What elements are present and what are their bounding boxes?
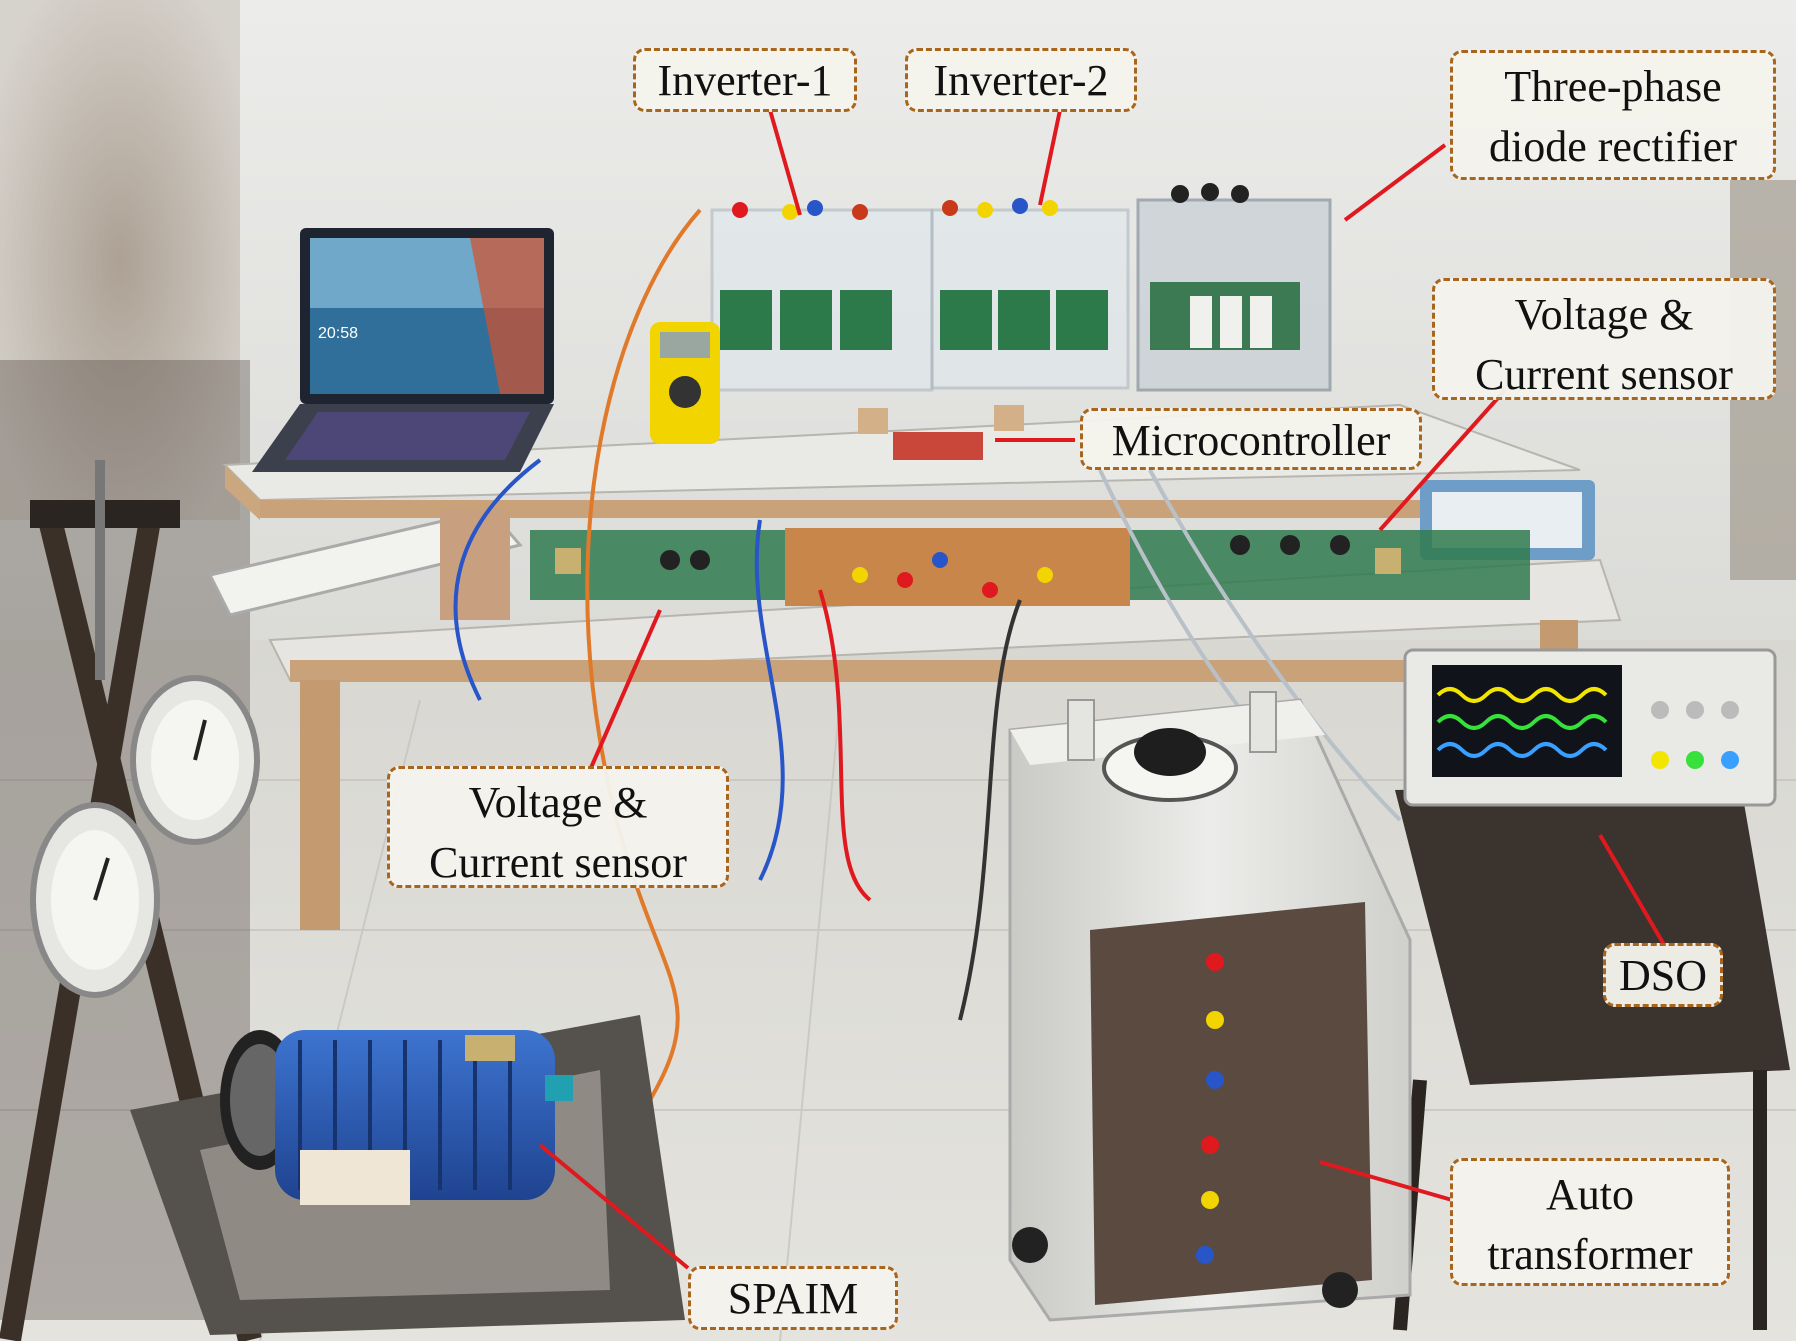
label-rectifier-line2: diode rectifier: [1489, 122, 1737, 171]
spaim-motor: [220, 1030, 573, 1205]
label-inverter-1-text: Inverter-1: [657, 56, 833, 105]
leader-lines: [538, 109, 1672, 1270]
multimeter: [650, 322, 720, 444]
spring-balance-upper: [130, 675, 260, 845]
laptop-clock: 20:58: [318, 325, 358, 342]
label-sensor-bottom-line2: Current sensor: [429, 838, 687, 887]
label-microcontroller: Microcontroller: [1080, 408, 1422, 470]
spring-balance-lower: [30, 802, 160, 998]
label-sensor-top: Voltage & Current sensor: [1432, 278, 1776, 400]
label-inverter-2-text: Inverter-2: [933, 56, 1109, 105]
rectifier-box: [1136, 183, 1332, 392]
label-microcontroller-text: Microcontroller: [1111, 416, 1391, 465]
label-inverter-1: Inverter-1: [633, 48, 857, 112]
label-dso-text: DSO: [1618, 951, 1708, 1000]
microcontroller-board: [858, 405, 1024, 460]
label-sensor-top-line1: Voltage &: [1514, 290, 1694, 339]
label-sensor-bottom-line1: Voltage &: [468, 778, 648, 827]
inverter-2-enclosure: [930, 208, 1130, 390]
label-inverter-2: Inverter-2: [905, 48, 1137, 112]
label-auto-transformer-line1: Auto: [1546, 1170, 1634, 1219]
oscilloscope: [1403, 648, 1777, 807]
label-auto-transformer: Auto transformer: [1450, 1158, 1730, 1286]
label-rectifier: Three-phase diode rectifier: [1450, 50, 1776, 180]
power-strip-left: [207, 508, 523, 620]
label-dso: DSO: [1603, 943, 1723, 1007]
inverter-1-enclosure: [710, 208, 934, 392]
sensor-boards-row: [530, 528, 1530, 606]
auto-transformer: [1008, 691, 1412, 1322]
label-sensor-top-line2: Current sensor: [1475, 350, 1733, 399]
label-auto-transformer-line2: transformer: [1487, 1230, 1693, 1279]
label-spaim-text: SPAIM: [727, 1274, 859, 1323]
label-rectifier-line1: Three-phase: [1504, 62, 1722, 111]
inverter-terminals: [732, 198, 1058, 220]
label-spaim: SPAIM: [688, 1266, 898, 1330]
laptop: 20:58: [252, 228, 554, 472]
label-sensor-bottom: Voltage & Current sensor: [387, 766, 729, 888]
